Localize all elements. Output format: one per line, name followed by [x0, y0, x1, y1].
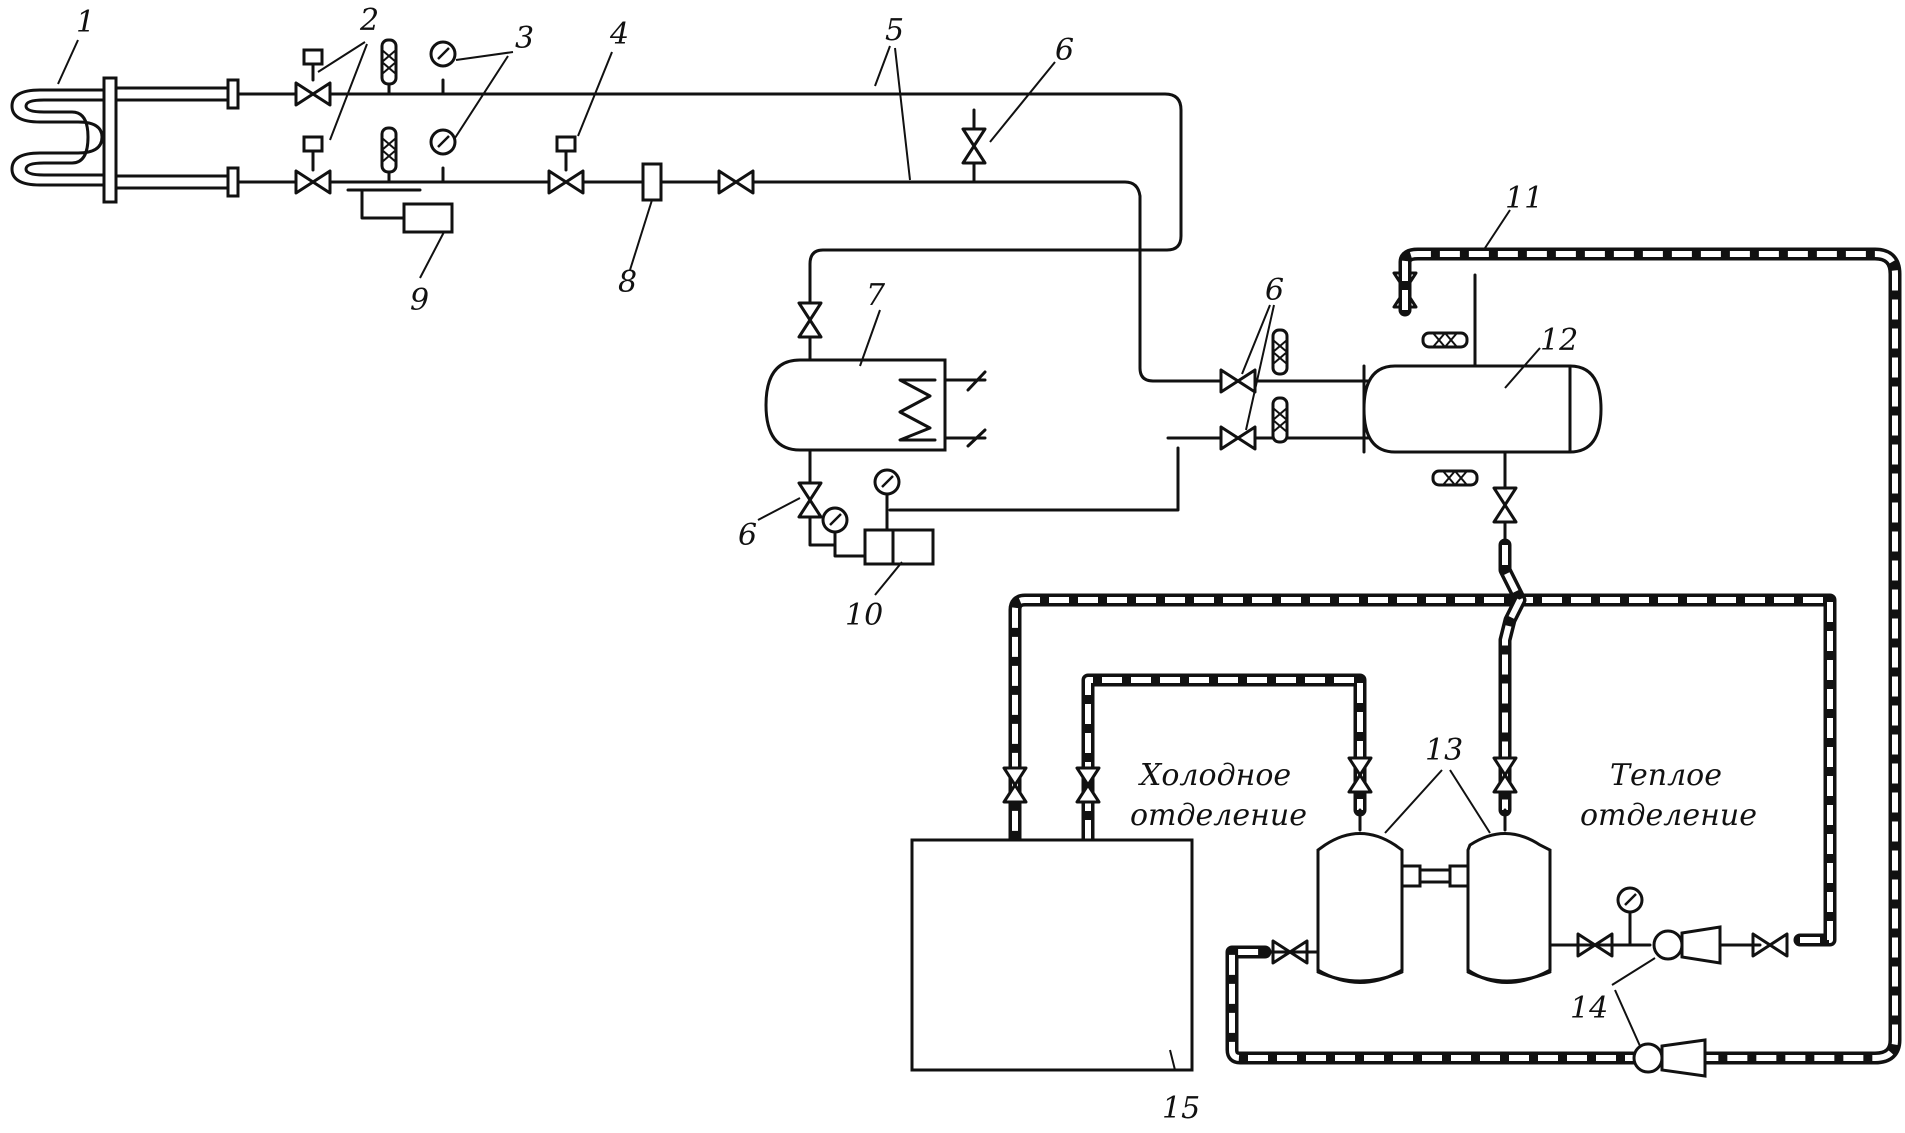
label-6-mid: 6 [1265, 273, 1284, 308]
label-15: 15 [1162, 1091, 1200, 1126]
solenoid-valve-4 [547, 135, 585, 195]
cold-chamber-15 [910, 838, 1194, 1072]
receiver-12 [1219, 271, 1603, 547]
cold-compartment-caption-line1: Холодное [1138, 758, 1291, 793]
label-10: 10 [845, 598, 883, 633]
warm-compartment-caption-line1: Теплое [1610, 758, 1722, 793]
pressure-gauge-upper-icon [429, 40, 457, 68]
label-2: 2 [359, 3, 379, 38]
label-12: 12 [1540, 323, 1578, 358]
pumps-14 [1616, 886, 1762, 1078]
evaporator-coil [10, 76, 118, 204]
compartment-captions: Холодное отделение Теплое отделение [1130, 758, 1757, 833]
compressor-10 [863, 436, 1240, 566]
sight-glass-lower [380, 126, 398, 174]
label-14: 14 [1570, 991, 1608, 1026]
label-1: 1 [76, 5, 95, 40]
label-4: 4 [609, 17, 629, 52]
sight-glass-upper [380, 38, 398, 86]
label-11: 11 [1505, 181, 1543, 216]
label-6-bottom: 6 [738, 518, 757, 553]
pressure-gauge-lower-icon [429, 128, 457, 156]
insulated-pipelines [1008, 247, 1902, 1065]
solenoid-valve-upper [294, 48, 332, 107]
condenser-7 [764, 298, 987, 558]
label-13: 13 [1425, 733, 1463, 768]
label-9: 9 [410, 283, 429, 318]
valve-6-top [961, 127, 987, 165]
valve-line-8 [717, 169, 755, 195]
solenoid-valve-lower [294, 135, 332, 195]
top-pipelines [114, 62, 1240, 383]
tanks-13 [1263, 808, 1652, 984]
label-5: 5 [885, 13, 904, 48]
filter-8 [641, 162, 663, 202]
cold-compartment-caption-line2: отделение [1130, 798, 1307, 833]
label-3: 3 [515, 21, 534, 56]
pressure-switch-9 [402, 202, 454, 234]
label-7: 7 [866, 278, 886, 313]
label-6-top: 6 [1055, 33, 1074, 68]
warm-compartment-caption-line2: отделение [1580, 798, 1757, 833]
leader-lines [57, 39, 1656, 1071]
label-8: 8 [618, 265, 637, 300]
labels: 1 2 3 4 5 6 7 8 9 6 6 10 11 12 13 14 15 [76, 3, 1608, 1126]
